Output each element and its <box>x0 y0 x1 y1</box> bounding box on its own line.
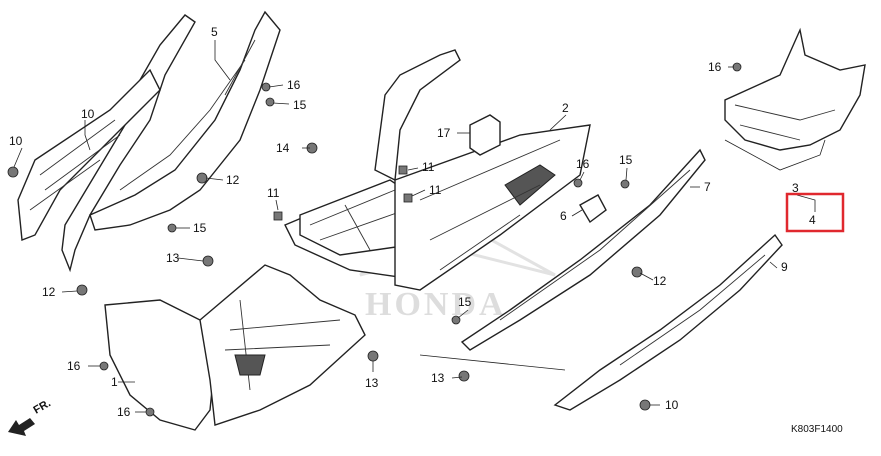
callout-13: 13 <box>365 376 379 390</box>
callout-9: 9 <box>781 260 788 274</box>
callout-2: 2 <box>562 101 569 115</box>
callout-12: 12 <box>226 173 240 187</box>
callout-3: 3 <box>792 181 799 195</box>
callout-11: 11 <box>429 183 442 197</box>
callout-14: 14 <box>276 141 290 155</box>
callout-12: 12 <box>653 274 667 288</box>
callout-15: 15 <box>458 295 472 309</box>
callout-16: 16 <box>287 78 301 92</box>
callout-8: 10 <box>81 107 95 121</box>
part-9-lower-rail <box>553 233 783 411</box>
fasteners <box>7 62 742 417</box>
diagram-code: K803F1400 <box>791 424 843 435</box>
part-3-4-cover-assembly <box>724 27 866 171</box>
callout-7: 7 <box>704 180 711 194</box>
front-direction-arrow: FR. <box>8 397 53 436</box>
callout-numbers: 5 10 10 16 15 14 12 15 13 12 16 1 16 11 … <box>9 25 816 419</box>
callout-11: 11 <box>267 186 280 200</box>
callout-16: 16 <box>708 60 722 74</box>
leader-lines <box>13 40 816 413</box>
highlight-box <box>785 192 845 233</box>
callout-6: 6 <box>560 209 567 223</box>
part-7-side-rail <box>460 148 706 351</box>
part-6-bracket <box>579 194 607 224</box>
callout-15: 15 <box>293 98 307 112</box>
callout-16: 16 <box>67 359 81 373</box>
callout-15: 15 <box>193 221 207 235</box>
part-17-plate <box>469 114 501 156</box>
callout-13: 13 <box>166 251 180 265</box>
part-8-side-cover-left <box>17 14 196 273</box>
part-5-inner-panel <box>89 10 281 231</box>
callout-4: 4 <box>809 213 816 227</box>
part-1-front-lower-cover <box>104 264 366 431</box>
callout-16: 16 <box>576 157 590 171</box>
callout-10: 10 <box>665 398 679 412</box>
svg-text:FR.: FR. <box>32 397 53 416</box>
callout-10: 10 <box>9 134 23 148</box>
callout-15: 15 <box>619 153 633 167</box>
callout-16: 16 <box>117 405 131 419</box>
callout-1: 1 <box>111 375 118 389</box>
callout-5: 5 <box>211 25 218 39</box>
part-floor-pan <box>284 49 591 291</box>
callout-11: 11 <box>422 160 435 174</box>
callout-17: 17 <box>437 126 451 140</box>
callout-12: 12 <box>42 285 56 299</box>
svg-text:HONDA: HONDA <box>365 286 507 323</box>
callout-12: 13 <box>431 371 445 385</box>
